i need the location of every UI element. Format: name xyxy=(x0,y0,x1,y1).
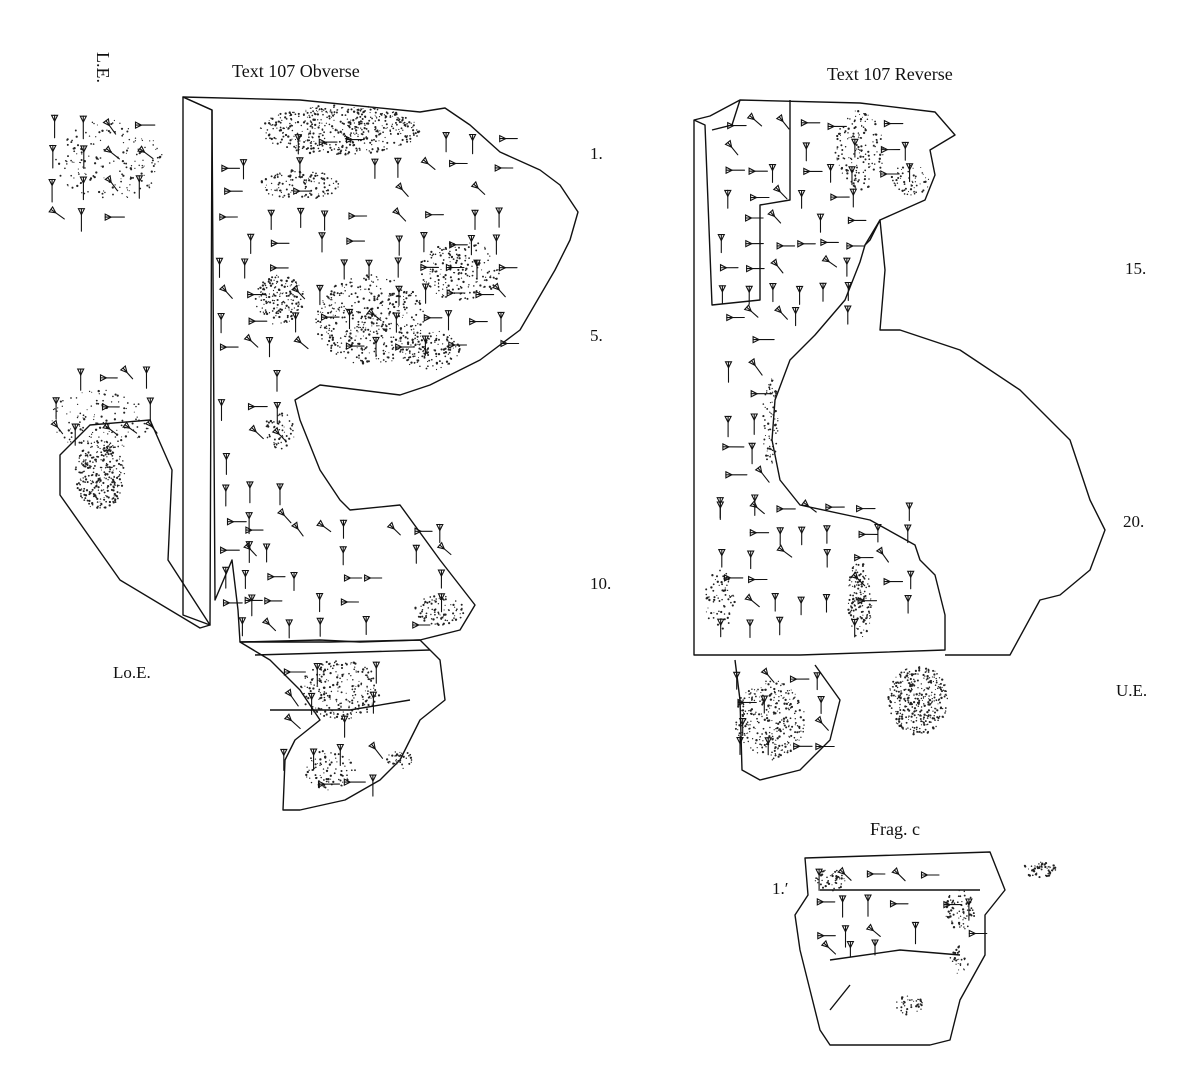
left-edge-label: L.E. xyxy=(93,52,113,83)
reverse-title: Text 107 Reverse xyxy=(827,64,953,84)
reverse-tablet xyxy=(693,99,1106,656)
line-number-10: 10. xyxy=(590,574,612,593)
cuneiform-signs xyxy=(48,112,988,958)
fragment-c xyxy=(794,851,1006,1046)
reverse-outline xyxy=(693,99,956,656)
fragment-line-number-1: 1.′ xyxy=(772,879,789,898)
line-number-5: 5. xyxy=(590,326,603,345)
fragment-c-title: Frag. c xyxy=(870,819,920,839)
reverse-left-face xyxy=(693,100,791,306)
upper-edge-label: U.E. xyxy=(1116,681,1148,700)
obverse-title: Text 107 Obverse xyxy=(232,61,360,81)
obverse-left-edge-face xyxy=(182,96,213,626)
left-edge-fragment xyxy=(59,419,211,629)
reverse-right-edge xyxy=(864,219,1106,656)
lower-edge-label: Lo.E. xyxy=(113,663,151,682)
obverse-tablet xyxy=(182,96,579,811)
stipple-shading xyxy=(51,104,1057,1016)
fragment-c-outline xyxy=(794,851,1006,1046)
line-number-15: 15. xyxy=(1125,259,1147,278)
obverse-outline xyxy=(182,96,579,643)
line-number-20: 20. xyxy=(1123,512,1145,531)
upper-edge-fragments xyxy=(734,659,841,781)
line-number-1: 1. xyxy=(590,144,603,163)
